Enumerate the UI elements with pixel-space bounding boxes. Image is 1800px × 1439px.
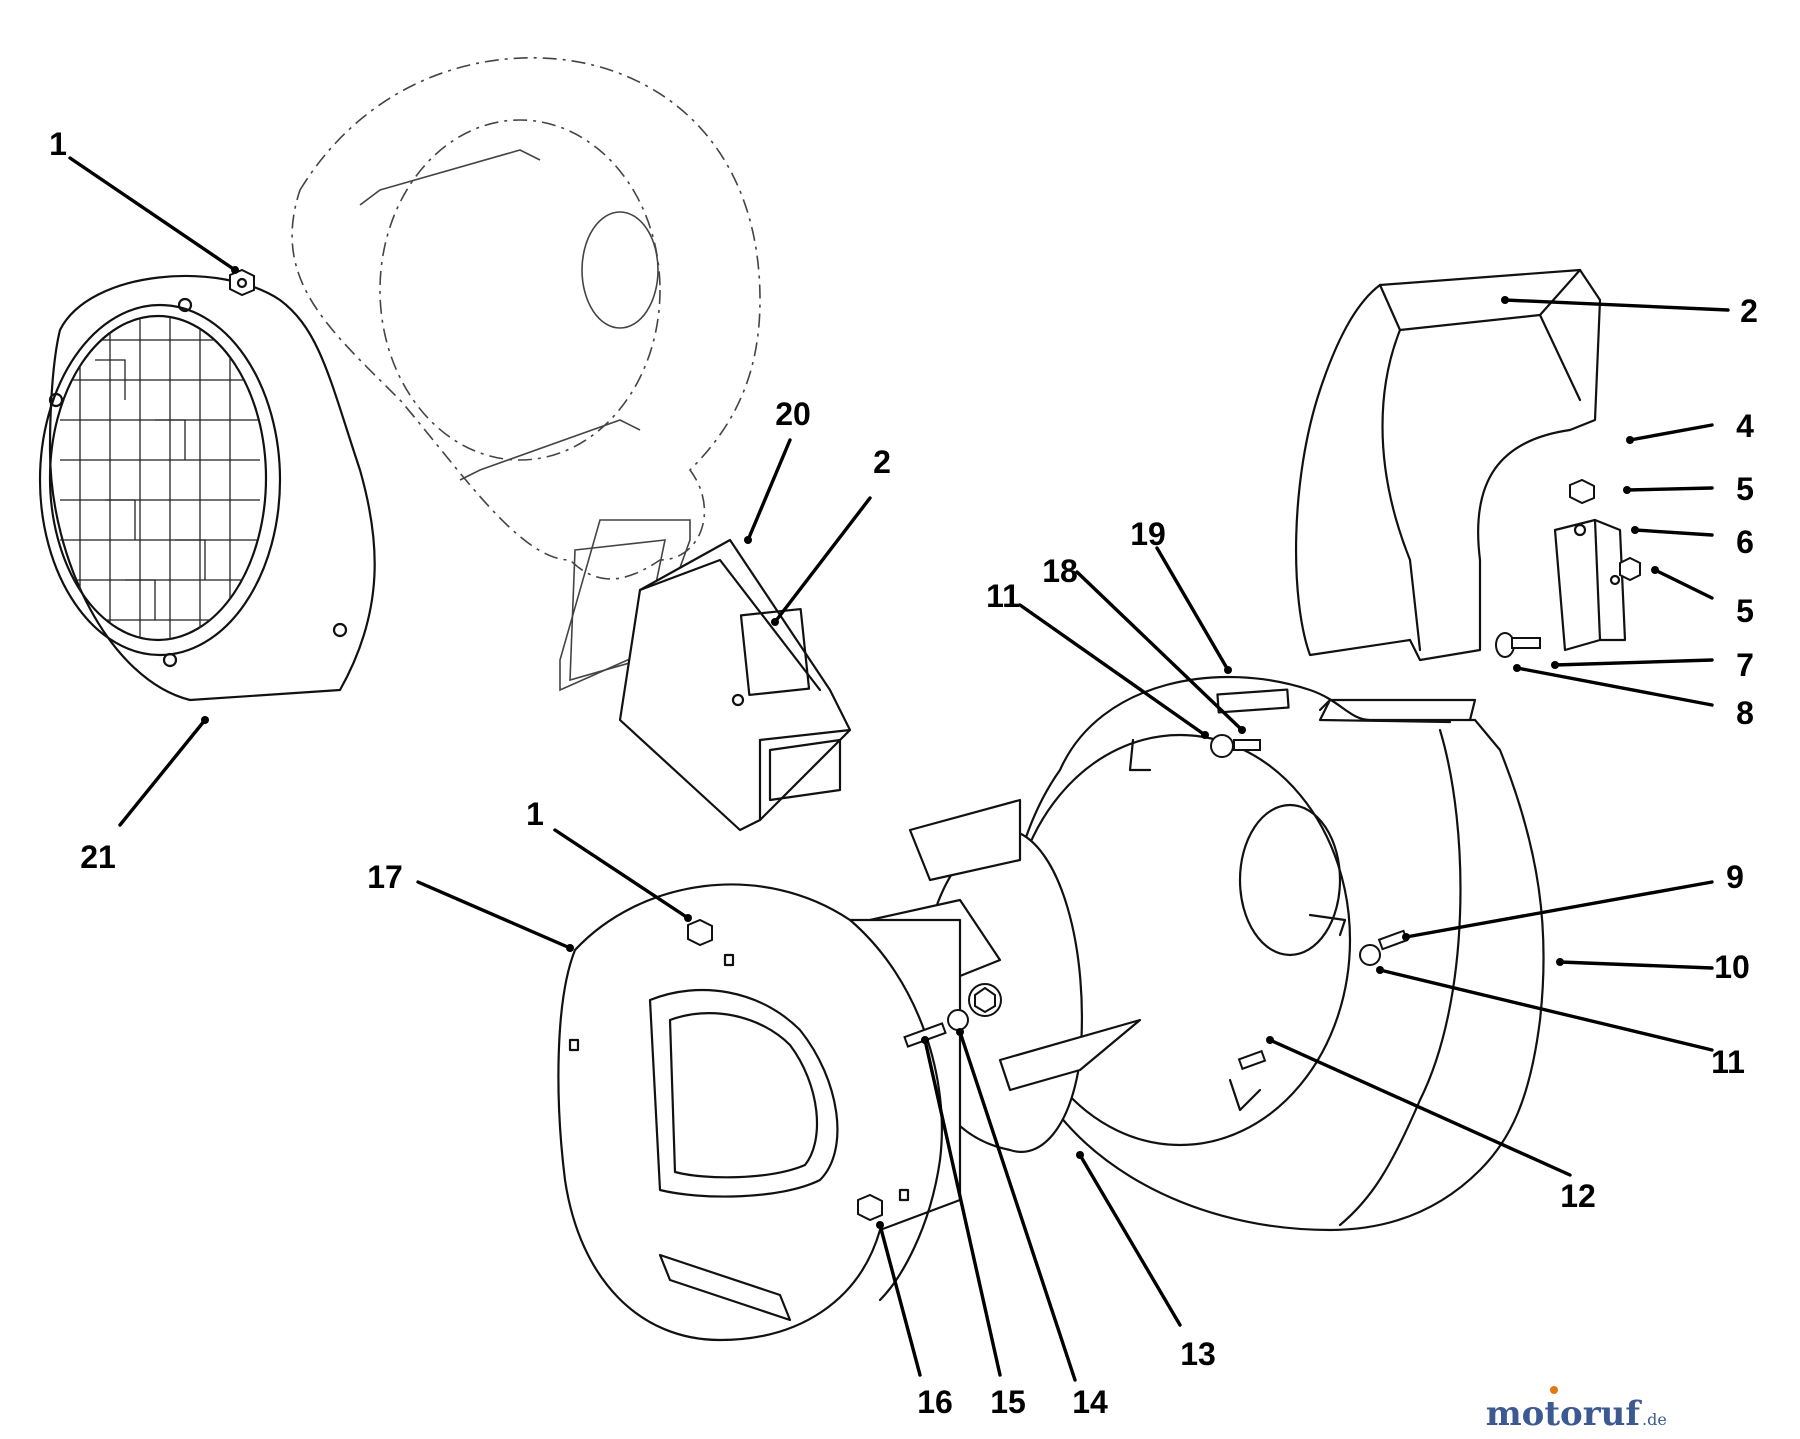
callout-19: 19 — [1130, 516, 1166, 552]
callout-2-right: 2 — [1740, 293, 1758, 329]
callout-12: 12 — [1560, 1178, 1596, 1214]
watermark-brand: motoruf — [1486, 1394, 1643, 1434]
hex-nut-1-lower — [687, 918, 713, 947]
callout-11-side: 11 — [1711, 1044, 1745, 1080]
callout-2-middle: 2 — [873, 444, 891, 480]
washer-11-side — [1359, 944, 1381, 966]
washer-14 — [947, 1009, 969, 1031]
phantom-housing-outline — [291, 57, 761, 580]
callout-1-upper: 1 — [49, 126, 67, 162]
callout-7: 7 — [1736, 647, 1754, 683]
mounting-bracket — [1553, 518, 1627, 652]
callout-17: 17 — [367, 859, 403, 895]
callout-11-top: 11 — [986, 578, 1020, 614]
hex-nut-5-top — [1569, 478, 1595, 505]
washer-11-top — [1210, 734, 1234, 758]
callout-9: 9 — [1726, 859, 1744, 895]
callout-1-lower: 1 — [526, 796, 544, 832]
hex-nut-5-side — [1619, 556, 1641, 582]
callout-18: 18 — [1042, 553, 1078, 589]
screen-mesh — [60, 316, 260, 640]
blower-housing — [1004, 675, 1545, 1232]
callout-10: 10 — [1714, 949, 1750, 985]
watermark-logo: motoruf .de — [1486, 1386, 1667, 1434]
callout-16: 16 — [917, 1384, 953, 1420]
leader-lines — [68, 156, 1730, 1382]
hex-nut-1-upper — [229, 268, 255, 297]
callout-21: 21 — [80, 839, 116, 875]
callout-5-side: 5 — [1736, 593, 1754, 629]
bolt-7 — [1511, 637, 1541, 649]
bolt-18 — [1233, 739, 1261, 751]
watermark-tld: .de — [1642, 1410, 1667, 1429]
watermark-dot — [1550, 1386, 1558, 1394]
callout-8: 8 — [1736, 695, 1754, 731]
callout-20: 20 — [775, 396, 811, 432]
callout-4: 4 — [1736, 408, 1754, 444]
deflector-upper-right — [1294, 268, 1602, 662]
callout-15: 15 — [990, 1384, 1026, 1420]
callout-labels: 1 21 20 2 2 4 5 6 5 7 8 19 18 11 9 10 11… — [49, 126, 1758, 1420]
callout-14: 14 — [1072, 1384, 1108, 1420]
discharge-chute-upper — [618, 538, 852, 832]
front-intake-plate — [557, 883, 962, 1342]
callout-6: 6 — [1736, 524, 1754, 560]
callout-13: 13 — [1180, 1336, 1216, 1372]
hex-nut-16 — [857, 1193, 883, 1222]
callout-5-top: 5 — [1736, 471, 1754, 507]
leader-dots — [201, 266, 1659, 1229]
screen-guard — [38, 274, 376, 702]
bolt-12 — [1237, 1049, 1267, 1071]
